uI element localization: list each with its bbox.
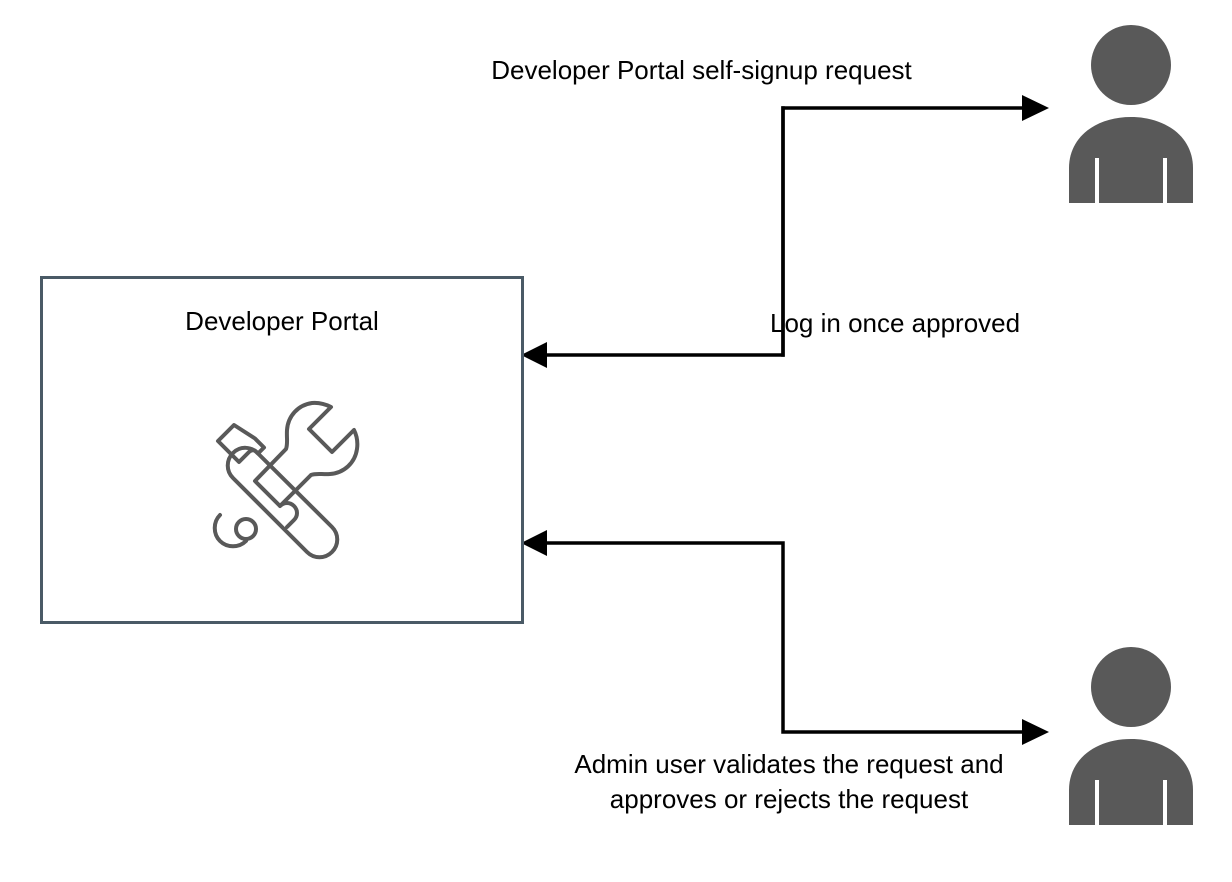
edge-label-log-in-once-approved: Log in once approved	[770, 308, 1021, 338]
page-title: Developer Portal	[185, 306, 379, 336]
edge-label-admin-validation: Admin user validates the request and app…	[574, 749, 1004, 814]
edge-admin-validation	[521, 530, 1049, 745]
tools-icon	[212, 400, 360, 560]
person-icon	[1069, 647, 1193, 825]
person-icon	[1069, 25, 1193, 203]
admin-actor-icon	[1064, 640, 1198, 825]
developer-actor-icon	[1064, 18, 1198, 203]
edge-label-signup-request: Developer Portal self-signup request	[491, 55, 912, 85]
developer-portal-node[interactable]: Developer Portal	[40, 276, 524, 624]
edge-log-in-once-approved	[521, 106, 785, 368]
